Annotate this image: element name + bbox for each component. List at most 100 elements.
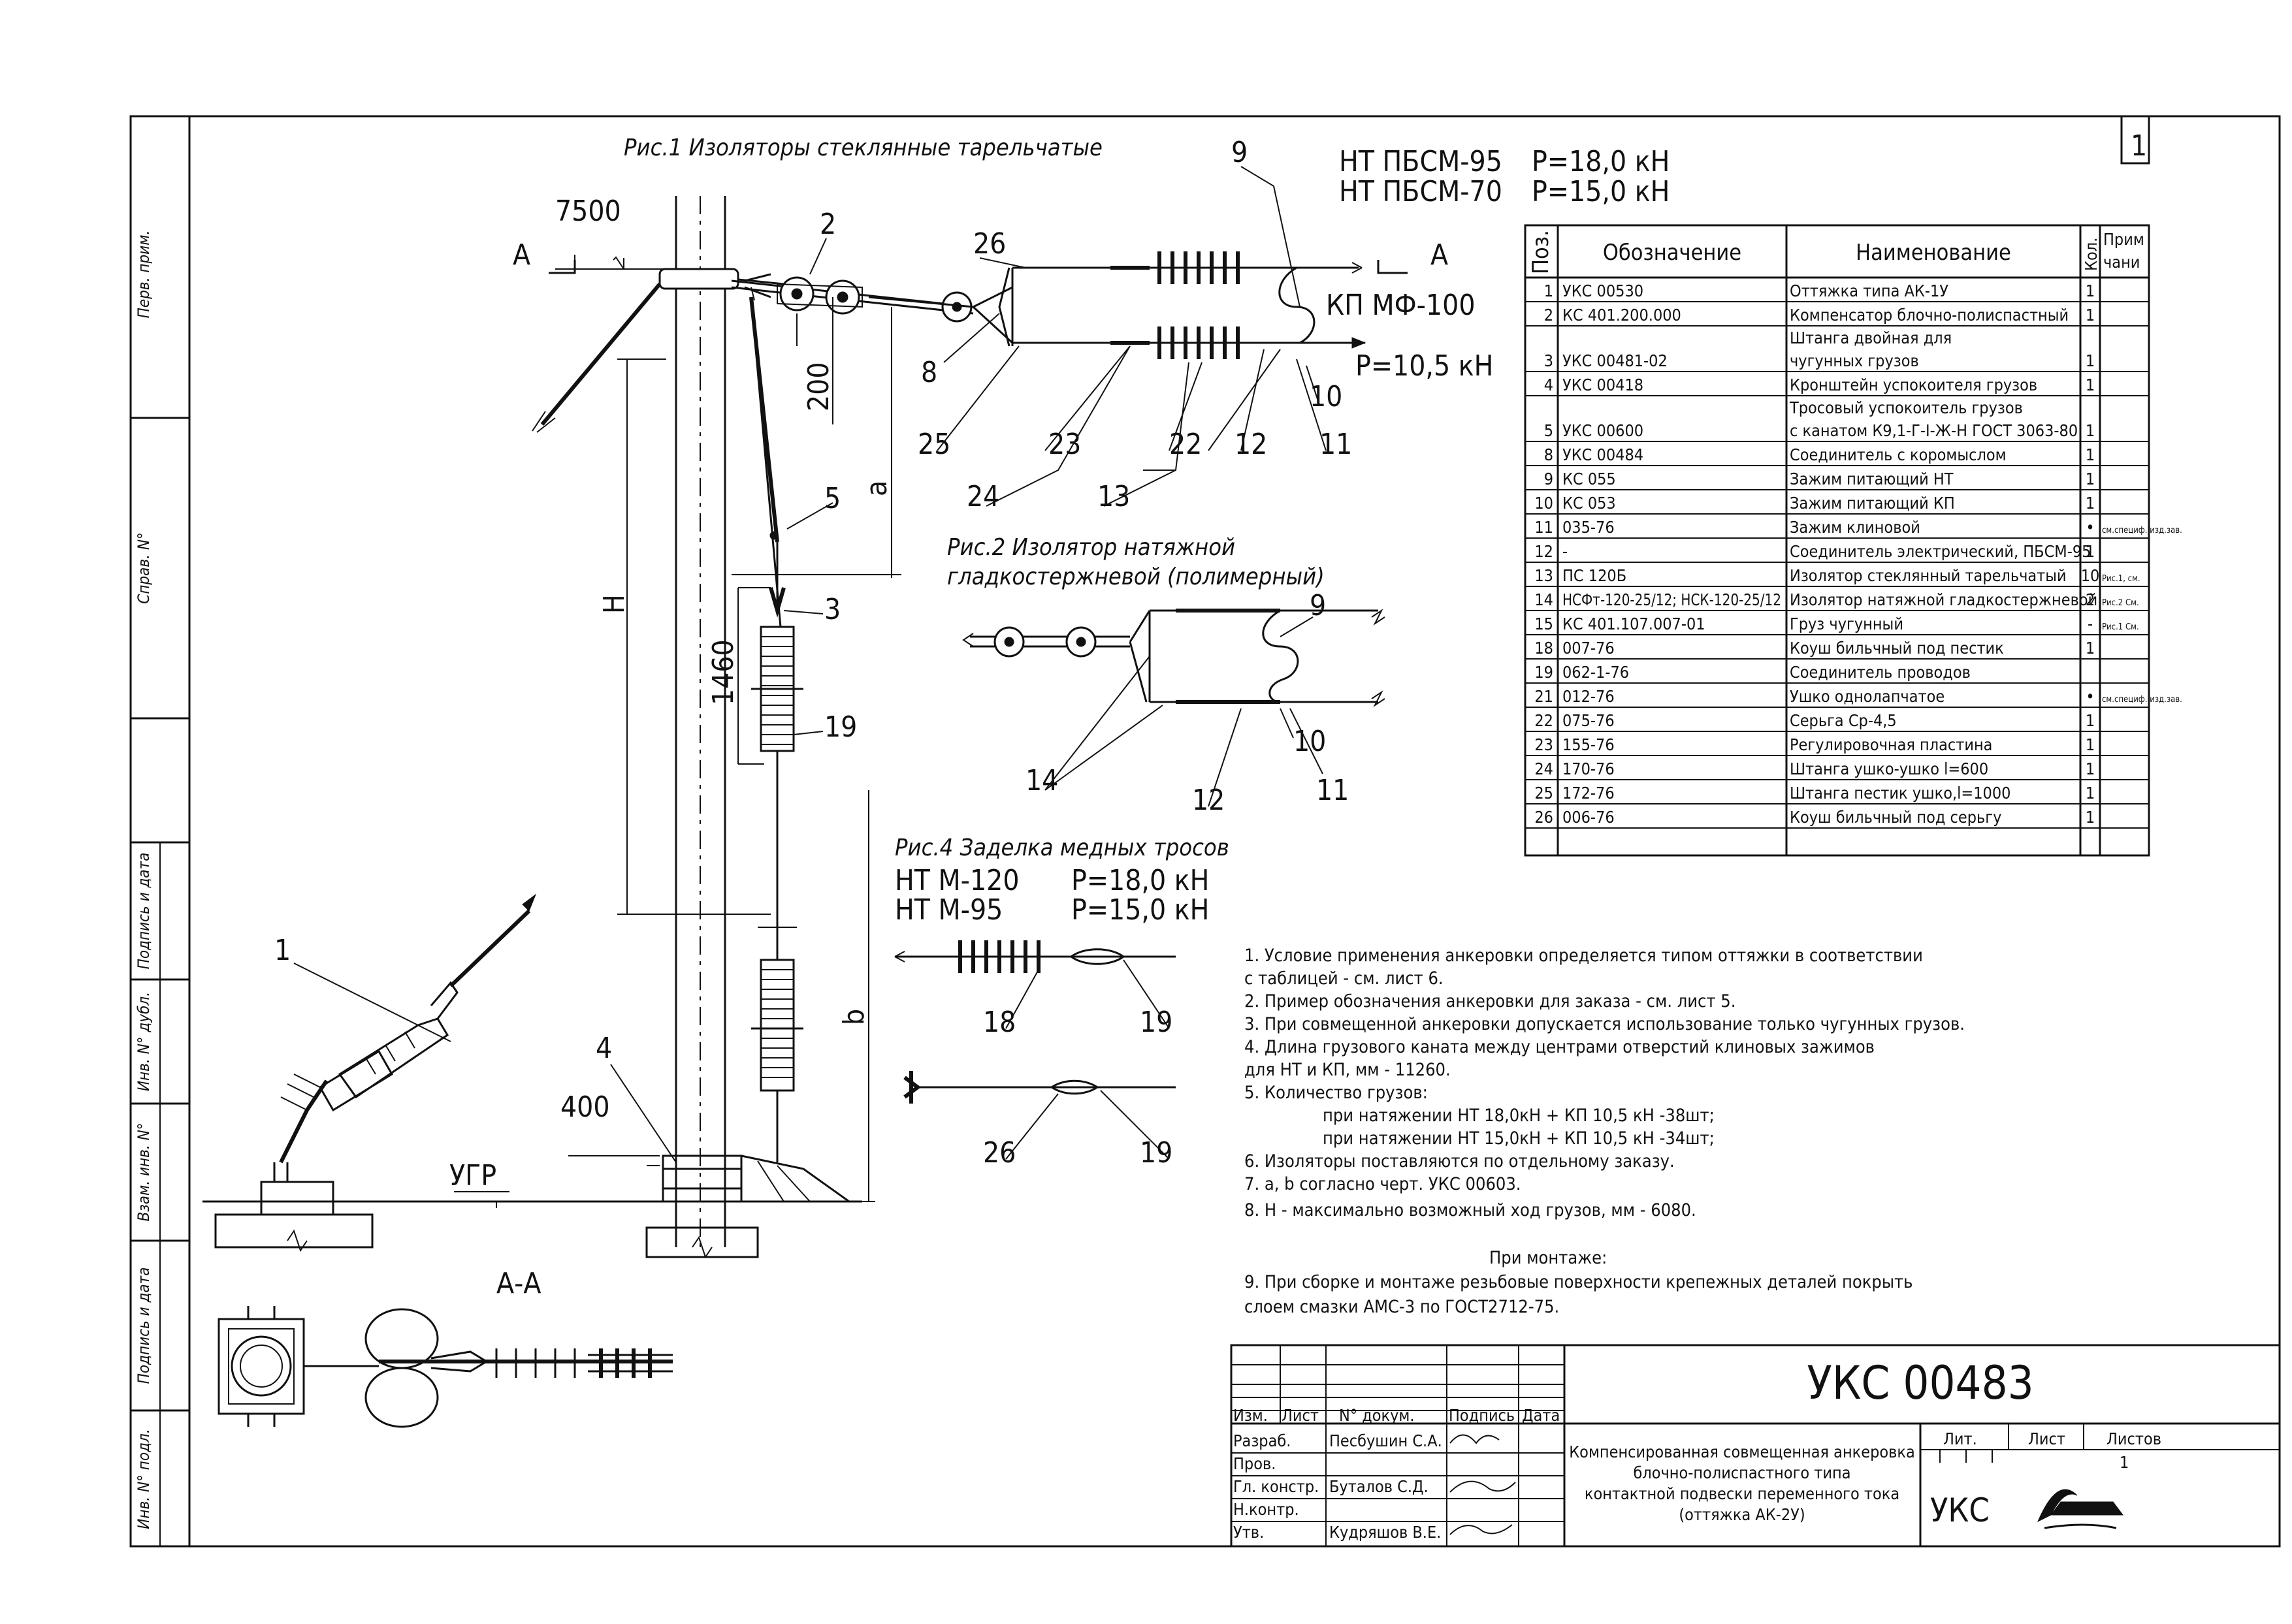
spec-header-code: Обозначение: [1603, 240, 1741, 266]
side-label-perv: Перв. прим.: [135, 231, 153, 319]
spec-row-code: УКС 00418: [1562, 375, 1643, 394]
spec-row-code: УКС 00481-02: [1562, 351, 1668, 370]
spec-row-pos: 24: [1534, 759, 1553, 778]
note-line: для НТ и КП, мм - 11260.: [1244, 1060, 1451, 1080]
stamp-col-sign: Подпись: [1449, 1406, 1515, 1425]
callout-9: 9: [1231, 136, 1248, 169]
spec-row-qty: 1: [2086, 306, 2095, 325]
dim-400: 400: [560, 1091, 610, 1124]
fig2-polymer-insulator: [962, 609, 1385, 707]
spec-row-qty: 10: [2081, 566, 2100, 585]
spec-row-name: Груз чугунный: [1790, 614, 1903, 633]
organization-logo: [2037, 1489, 2123, 1529]
callout-15: 19: [824, 710, 857, 744]
spec-row-code: УКС 00530: [1562, 281, 1643, 300]
dim-b: b: [837, 1009, 871, 1025]
spec-row-name: чугунных грузов: [1790, 351, 1919, 370]
spec-row-name: Изолятор натяжной гладкостержневой: [1790, 590, 2097, 609]
spec-row-pos: 25: [1534, 784, 1553, 803]
spec-row-code: КС 055: [1562, 470, 1616, 488]
spec-row-qty: 2: [2086, 590, 2095, 609]
side-label-inv-dubl: Инв. N° дубл.: [135, 992, 153, 1091]
spec-row-pos: 5: [1544, 421, 1553, 440]
callout-3: 3: [824, 593, 841, 626]
caption-fig2-line1: Рис.2 Изолятор натяжной: [947, 534, 1235, 561]
spec-row-pos: 4: [1544, 375, 1553, 394]
stamp-role-3: Н.контр.: [1233, 1500, 1299, 1519]
spec-row-code: 006-76: [1562, 808, 1615, 827]
stamp-name-2: Буталов С.Д.: [1329, 1477, 1428, 1496]
spec-row-note: Рис.1, см.: [2102, 574, 2140, 584]
spec-row-code: 007-76: [1562, 639, 1615, 658]
spec-row-code: КС 053: [1562, 494, 1616, 513]
callout-numbers: 2 26 8 25 24 23 13 22 12 9 10 11 5 3 19 …: [274, 136, 1352, 1170]
dim-1460: 1460: [707, 639, 740, 705]
spec-row-qty: 1: [2086, 445, 2095, 464]
spec-row-pos: 21: [1534, 687, 1553, 706]
load-nt-m120: НТ М-120: [895, 864, 1020, 897]
spec-row-pos: 14: [1534, 590, 1553, 609]
caption-section: А-А: [496, 1267, 541, 1300]
spec-row-pos: 2: [1544, 306, 1553, 325]
spec-row-name: Коуш бильчный под пестик: [1790, 639, 2004, 658]
spec-row-qty: 1: [2086, 351, 2095, 370]
load-labels: НТ ПБСМ-95 P=18,0 кН НТ ПБСМ-70 P=15,0 к…: [895, 145, 1670, 927]
stamp-title-line-3: (оттяжка АК-2У): [1679, 1505, 1805, 1524]
spec-row-pos: 26: [1534, 808, 1553, 827]
dim-H: H: [598, 594, 631, 614]
spec-row-pos: 13: [1534, 566, 1553, 585]
spec-row-name: Компенсатор блочно-полиспастный: [1790, 306, 2069, 325]
spec-row-qty: 1: [2086, 639, 2095, 658]
spec-header-note-1: Прим: [2103, 230, 2144, 249]
signature-4: [1449, 1524, 1513, 1535]
spec-row-qty: 1: [2086, 808, 2095, 827]
spec-row-name: Штанга двойная для: [1790, 328, 1952, 347]
callout-24: 25: [918, 428, 950, 461]
spec-row-name: Регулировочная пластина: [1790, 735, 1992, 754]
spec-row-note: см.специф. изд.зав.: [2102, 695, 2182, 705]
spec-row-code: -: [1562, 542, 1568, 561]
note-line: 7. а, b согласно черт. УКС 00603.: [1244, 1174, 1521, 1194]
callout-2: 2: [820, 208, 836, 241]
load-nt-m95: НТ М-95: [895, 893, 1003, 927]
note-line: 3. При совмещенной анкеровки допускается…: [1244, 1014, 1965, 1034]
stamp-col-doc: N° докум.: [1339, 1406, 1415, 1425]
spec-row-code: НСФт-120-25/12; НСК-120-25/12: [1562, 590, 1781, 609]
callout-12: 11: [1319, 428, 1352, 461]
spec-row-name: Зажим клиновой: [1790, 518, 1920, 537]
stamp-role-1: Пров.: [1233, 1454, 1276, 1473]
dim-200: 200: [802, 362, 835, 411]
insulator-string-upper: [1150, 251, 1293, 284]
side-label-vzam: Взам. инв. N°: [135, 1122, 153, 1221]
spec-header-qty: Кол.: [2082, 238, 2101, 271]
spec-row-code: 170-76: [1562, 759, 1615, 778]
load-nt-pbsm70: НТ ПБСМ-70: [1339, 175, 1502, 208]
load-nt-pbsm95: НТ ПБСМ-95: [1339, 145, 1502, 178]
callout-leaders: [293, 166, 1327, 1163]
load-p-pbsm70: P=15,0 кН: [1532, 175, 1670, 208]
spec-row-pos: 9: [1544, 470, 1553, 488]
spec-row-note: Рис.2 См.: [2102, 598, 2139, 608]
stamp-name-4: Кудряшов В.Е.: [1329, 1523, 1441, 1542]
callout-13: 13: [1097, 480, 1130, 513]
stamp-col-list: Лист: [1282, 1406, 1319, 1425]
callout-19-a: 19: [1140, 1006, 1172, 1039]
spec-row-pos: 12: [1534, 542, 1553, 561]
spec-row-code: ПС 120Б: [1562, 566, 1626, 585]
spec-row-code: 075-76: [1562, 711, 1615, 730]
spec-row-code: КС 401.107.007-01: [1562, 614, 1705, 633]
load-p-pbsm95: P=18,0 кН: [1532, 145, 1670, 178]
callout-9-fig2: 9: [1310, 589, 1326, 622]
load-p-m95: P=15,0 кН: [1071, 893, 1209, 927]
stamp-name-0: Песбушин С.А.: [1329, 1431, 1442, 1450]
dim-a: a: [860, 481, 894, 496]
spec-row-qty: 1: [2086, 759, 2095, 778]
stamp-listov-value: 1: [2120, 1453, 2129, 1472]
spec-row-qty: 1: [2086, 281, 2095, 300]
callout-4: 4: [596, 1032, 612, 1065]
spec-row-qty: 1: [2086, 711, 2095, 730]
spec-row-pos: 15: [1534, 614, 1553, 633]
spec-row-qty: 1: [2086, 421, 2095, 440]
spec-row-pos: 19: [1534, 663, 1553, 682]
spec-row-name: Коуш бильчный под серьгу: [1790, 808, 2001, 827]
